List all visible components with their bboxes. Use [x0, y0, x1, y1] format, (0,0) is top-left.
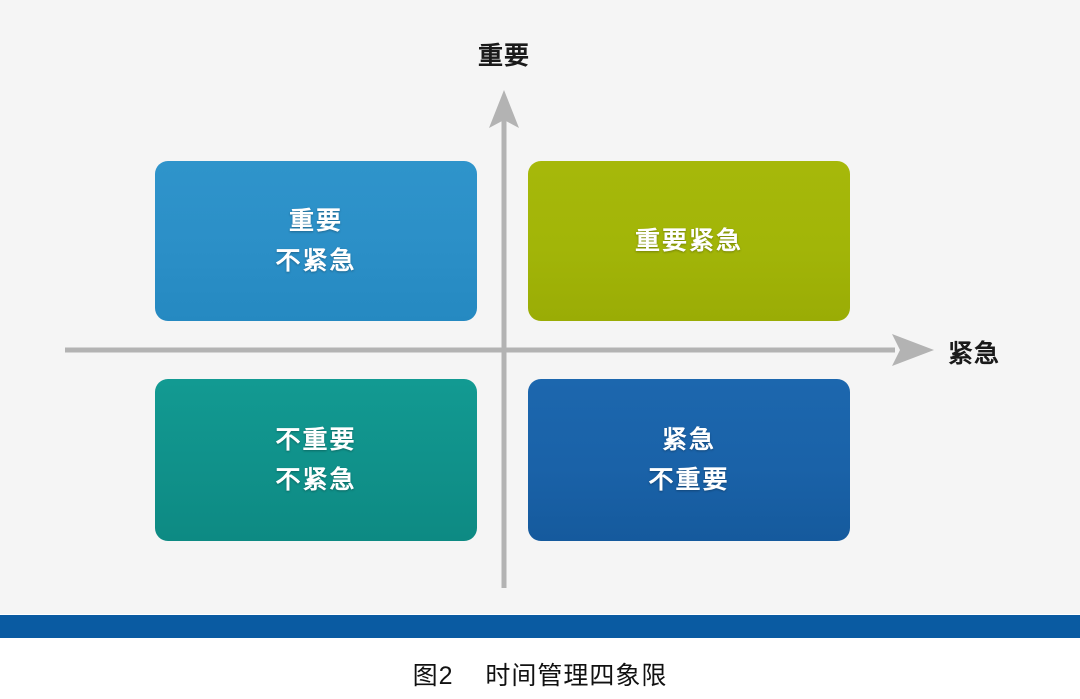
vertical-axis [489, 90, 519, 588]
quadrant-label-line-1: 重要 [288, 206, 343, 235]
figure-canvas: 重要 紧急 重要 不紧急 重要紧急 不重要 不紧急 紧急 不重要 [65, 42, 1001, 588]
quadrant-important-urgent[interactable]: 重要紧急 [528, 161, 859, 321]
quadrant-label-line-1: 重要紧急 [634, 226, 743, 255]
quadrant-label-line-1: 不重要 [275, 425, 357, 454]
quadrant-label-line-2: 不重要 [648, 466, 730, 494]
arrow-up-icon [489, 90, 519, 128]
figure-caption: 图2 时间管理四象限 [412, 662, 668, 690]
axis-label-vertical: 重要 [477, 42, 530, 70]
arrow-right-icon [892, 334, 934, 366]
horizontal-axis [65, 347, 895, 353]
axis-label-horizontal: 紧急 [948, 340, 1001, 368]
horizontal-rule-bar [0, 615, 1080, 638]
quadrant-not-important-not-urgent[interactable]: 不重要 不紧急 [155, 379, 486, 541]
quadrant-label-line-2: 不紧急 [275, 247, 357, 275]
quadrant-label-line-1: 紧急 [661, 425, 716, 454]
quadrant-important-not-urgent[interactable]: 重要 不紧急 [155, 161, 486, 321]
quadrant-label-line-2: 不紧急 [275, 466, 357, 494]
quadrant-urgent-not-important[interactable]: 紧急 不重要 [528, 379, 859, 541]
